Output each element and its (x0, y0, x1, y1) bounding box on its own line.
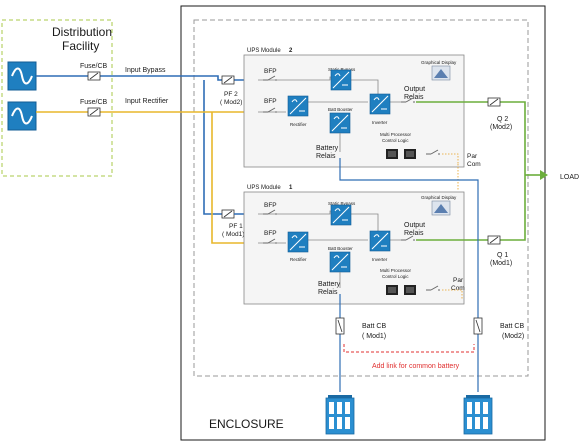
graphical-display-label: Graphical Display (421, 195, 457, 200)
fuse-rectifier-icon (87, 107, 101, 117)
bfp-top-label: BFP (264, 68, 277, 75)
output-relais-label-2: Relais (404, 230, 424, 237)
load-arrow-icon (540, 170, 548, 180)
battery-relais-label: Battery (318, 281, 341, 288)
q2-label: Q 2 (497, 116, 508, 123)
inverter-label: Inverter (372, 120, 388, 125)
fuse-bypass-icon (87, 71, 101, 81)
batt-booster-icon (329, 251, 351, 273)
batt-cb-mod1-sub-label: ( Mod1) (362, 333, 386, 340)
batt-cb-mod2-sub-label: (Mod2) (502, 333, 524, 340)
inverter-label: Inverter (372, 257, 388, 262)
par-com-label: Par (453, 277, 464, 284)
q1-sub-label: (Mod1) (490, 260, 512, 267)
mpcl-label-2: Control Logic (382, 138, 409, 143)
bypass-line-mod1 (203, 80, 228, 215)
pf2-sub-label: ( Mod2) (220, 99, 242, 106)
batt-cb-mod2-label: Batt CB (500, 323, 524, 330)
output-relais-label: Output (404, 86, 425, 93)
ups-module-2: UPS Module 2 BFP BFP Static Bypass Graph… (243, 48, 481, 168)
battery-relais-label-2: Relais (316, 153, 336, 160)
output-relais-label-2: Relais (404, 94, 424, 101)
batt-booster-label: Batt Booster (328, 246, 353, 251)
ups-module-1: UPS Module 1 BFP BFP Static Bypass Graph… (243, 185, 465, 305)
static-bypass-icon (330, 204, 352, 226)
bfp-bottom-label: BFP (264, 98, 277, 105)
static-bypass-icon (330, 69, 352, 91)
inverter-icon (369, 93, 391, 115)
par-com-label: Par (467, 153, 478, 160)
output-lines (416, 101, 526, 241)
battery-relais-label: Battery (316, 145, 339, 152)
input-bypass-label: Input Bypass (125, 67, 166, 74)
batt-booster-icon (329, 112, 351, 134)
bypass-source-icon (7, 61, 37, 91)
pf2-breaker-icon (221, 75, 235, 85)
rectifier-line-mod1 (211, 112, 258, 244)
mpcl-label-2: Control Logic (382, 274, 409, 279)
pf2-label: PF 2 (224, 91, 238, 98)
inverter-icon (369, 230, 391, 252)
q2-breaker-icon (487, 97, 501, 107)
rectifier-label: Rectifier (290, 122, 307, 127)
static-bypass-label: Static Bypass (328, 201, 356, 206)
rectifier-source-icon (7, 101, 37, 131)
input-rectifier-label: Input Rectifier (125, 98, 169, 105)
q1-label: Q 1 (497, 252, 508, 259)
common-battery-link-label: Add link for common battery (372, 363, 460, 370)
module2-number: 2 (289, 48, 293, 54)
processor-chip-a-icon (386, 285, 398, 295)
rectifier-icon (287, 95, 309, 117)
rectifier-icon (287, 231, 309, 253)
load-label: LOAD (560, 174, 579, 181)
graphical-display-label: Graphical Display (421, 60, 457, 65)
processor-chip-b-icon (404, 285, 416, 295)
batt-booster-label: Batt Booster (328, 107, 353, 112)
bfp-top-label: BFP (264, 202, 277, 209)
q2-sub-label: (Mod2) (490, 124, 512, 131)
static-bypass-label: Static Bypass (328, 67, 356, 72)
enclosure-label: ENCLOSURE (209, 417, 284, 431)
modules-frame (193, 19, 529, 377)
processor-chip-b-icon (404, 149, 416, 159)
battery-line-mod2 (339, 158, 479, 320)
fuse-rectifier-label: Fuse/CB (80, 99, 108, 106)
distribution-facility-subtitle: Facility (62, 39, 99, 53)
pf1-breaker-icon (221, 209, 235, 219)
battery-relais-label-2: Relais (318, 289, 338, 296)
bypass-line-mod2 (36, 75, 258, 81)
mpcl-label: Multi Processor (380, 268, 412, 273)
pf1-label: PF 1 (229, 223, 243, 230)
common-battery-link (343, 344, 475, 353)
bfp-bottom-label: BFP (264, 230, 277, 237)
fuse-bypass-label: Fuse/CB (80, 63, 108, 70)
battery-mod1-icon (325, 394, 355, 435)
enclosure-frame (180, 5, 546, 441)
module2-title: UPS Module (247, 48, 281, 54)
par-com-label-2: Com (451, 285, 465, 292)
par-com-label-2: Com (467, 161, 481, 168)
module1-number: 1 (289, 185, 293, 191)
mpcl-label: Multi Processor (380, 132, 412, 137)
battery-mod2-icon (463, 394, 493, 435)
batt-cb-mod1-label: Batt CB (362, 323, 386, 330)
q1-breaker-icon (487, 235, 501, 245)
processor-chip-a-icon (386, 149, 398, 159)
rectifier-label: Rectifier (290, 257, 307, 262)
output-relais-label: Output (404, 222, 425, 229)
module1-title: UPS Module (247, 185, 281, 191)
pf1-sub-label: ( Mod1) (222, 231, 244, 238)
distribution-facility-title: Distribution (52, 25, 112, 39)
